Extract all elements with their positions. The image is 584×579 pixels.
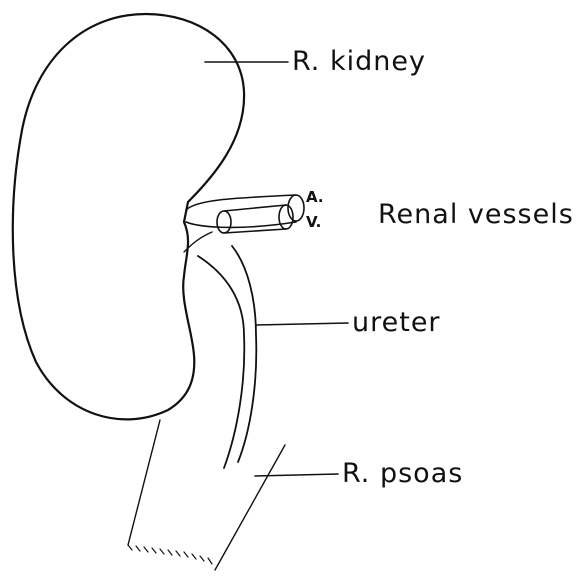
leader-ureter — [256, 323, 348, 325]
label-artery: A. — [306, 188, 324, 206]
label-vein: V. — [306, 213, 321, 231]
label-r-kidney: R. kidney — [292, 46, 426, 77]
renal-vein — [217, 205, 293, 233]
label-renal-vessels: Renal vessels — [378, 199, 574, 230]
label-r-psoas: R. psoas — [342, 458, 463, 489]
hilum-vessel-stubs — [184, 195, 296, 252]
kidney-outline — [13, 14, 244, 419]
leader-lines — [205, 62, 348, 476]
leader-psoas — [255, 474, 338, 476]
ureter — [198, 246, 256, 468]
psoas-muscle — [128, 420, 285, 570]
label-ureter: ureter — [352, 307, 441, 338]
